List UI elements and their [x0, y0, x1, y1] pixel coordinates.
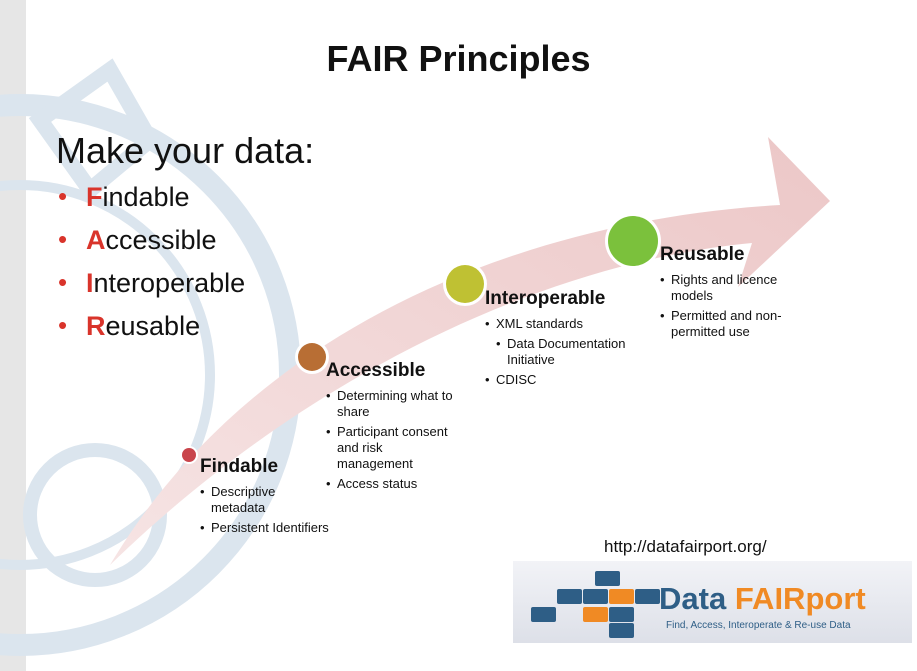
logo-square — [583, 607, 608, 622]
principle-interoperable: •Interoperable — [58, 267, 246, 298]
logo-square — [531, 607, 556, 622]
logo-square — [635, 589, 660, 604]
stage-title: Accessible — [326, 360, 426, 381]
logo-square — [609, 623, 634, 638]
list-item: XML standards — [485, 316, 635, 332]
list-item: Rights and licence models — [660, 272, 800, 304]
stage-title: Findable — [200, 456, 279, 477]
stage-list: Rights and licence models Permitted and … — [660, 272, 800, 340]
datafairport-logo: Data FAIRport Find, Access, Interoperate… — [513, 561, 912, 643]
accessible-circle — [298, 343, 326, 371]
interoperable-circle — [446, 265, 484, 303]
stage-list: Determining what to share Participant co… — [326, 388, 456, 492]
intro-text: Make your data: — [56, 130, 315, 171]
reusable-circle — [608, 216, 658, 266]
principle-accessible: •Accessible — [58, 224, 217, 255]
stage-list: Descriptive metadata Persistent Identifi… — [200, 484, 330, 536]
logo-square — [583, 589, 608, 604]
principle-reusable: •Reusable — [58, 310, 201, 341]
logo-wordmark: Data FAIRport — [659, 581, 866, 616]
list-item: CDISC — [485, 372, 635, 388]
logo-square — [595, 571, 620, 586]
source-url[interactable]: http://datafairport.org/ — [604, 537, 767, 556]
logo-square — [557, 589, 582, 604]
logo-square — [609, 589, 634, 604]
list-item: Persistent Identifiers — [200, 520, 330, 536]
page-title: FAIR Principles — [326, 38, 591, 79]
stage-title: Interoperable — [485, 288, 606, 309]
stage-interoperable: Interoperable XML standards Data Documen… — [485, 288, 635, 392]
list-item: Access status — [326, 476, 456, 492]
logo-tagline: Find, Access, Interoperate & Re-use Data — [666, 620, 851, 631]
logo-square — [609, 607, 634, 622]
stage-accessible: Accessible Determining what to share Par… — [326, 360, 456, 496]
list-item: Participant consent and risk management — [326, 424, 456, 472]
list-item: Data Documentation Initiative — [496, 336, 635, 368]
principles-list: •Findable •Accessible •Interoperable •Re… — [58, 176, 245, 348]
stage-findable: Findable Descriptive metadata Persistent… — [200, 456, 330, 540]
stage-list: XML standards Data Documentation Initiat… — [485, 316, 635, 388]
principle-findable: •Findable — [58, 181, 190, 212]
findable-circle — [182, 448, 196, 462]
list-item: Descriptive metadata — [200, 484, 330, 516]
list-item: Determining what to share — [326, 388, 456, 420]
stage-reusable: Reusable Rights and licence models Permi… — [660, 244, 800, 344]
stage-title: Reusable — [660, 244, 745, 265]
list-item: Permitted and non-permitted use — [660, 308, 800, 340]
